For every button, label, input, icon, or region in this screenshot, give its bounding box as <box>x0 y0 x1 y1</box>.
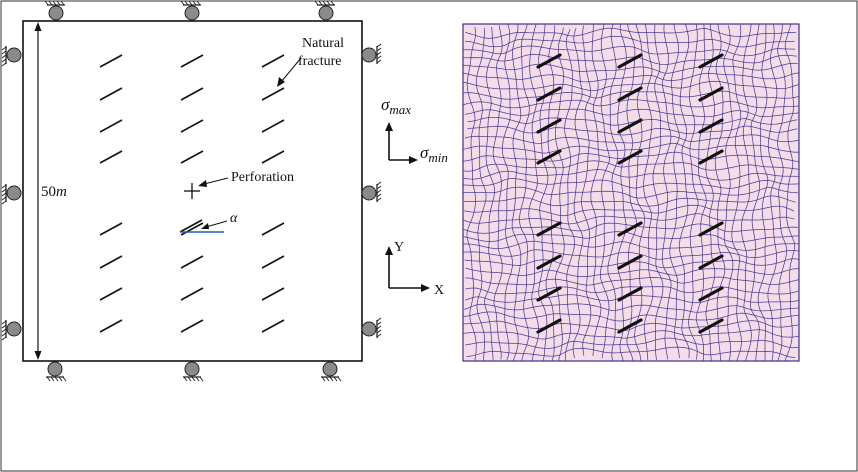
roller-support <box>1 46 22 67</box>
mesh-background <box>462 23 800 362</box>
roller-support <box>46 361 67 382</box>
sigma-min-label: σmin <box>420 143 448 165</box>
roller-support <box>44 0 65 21</box>
axis-x-label: X <box>434 283 444 298</box>
natural-fracture <box>99 150 123 164</box>
roller-supports <box>1 0 382 382</box>
model-domain: 50m Natural fracture Perforation α <box>1 0 382 382</box>
mesh-fracture <box>617 53 643 69</box>
mesh-fracture <box>698 318 724 334</box>
mesh-fracture <box>536 221 562 237</box>
natural-fracture <box>261 150 285 164</box>
mesh-fracture <box>698 221 724 237</box>
dimension-line <box>34 22 72 360</box>
mesh-fractures <box>536 53 724 334</box>
roller-support <box>314 0 335 21</box>
axis-y-label: Y <box>394 240 404 255</box>
perforation-label: Perforation <box>231 170 294 185</box>
roller-support <box>183 361 204 382</box>
mesh-fracture <box>698 118 724 134</box>
mesh-fracture <box>698 254 724 270</box>
natural-fracture <box>180 319 204 333</box>
mesh-fracture <box>536 118 562 134</box>
natural-fracture-label-line2: fracture <box>298 54 342 69</box>
natural-fracture <box>261 319 285 333</box>
mesh-panel <box>462 23 800 362</box>
roller-support <box>361 43 382 64</box>
roller-support <box>1 320 22 341</box>
natural-fracture <box>99 222 123 236</box>
perforation-arrow <box>198 177 229 187</box>
dimension-label: 50m <box>41 184 67 200</box>
natural-fractures <box>99 54 285 333</box>
natural-fracture <box>99 54 123 68</box>
mesh-fracture <box>536 53 562 69</box>
mesh-fracture <box>698 149 724 165</box>
mesh-fracture <box>536 318 562 334</box>
natural-fracture <box>99 119 123 133</box>
natural-fracture <box>99 287 123 301</box>
natural-fracture <box>180 150 204 164</box>
natural-fracture <box>180 222 204 236</box>
mesh-fracture <box>617 221 643 237</box>
mesh-fracture <box>536 254 562 270</box>
stress-axes <box>385 122 418 164</box>
mesh-fracture <box>698 86 724 102</box>
mesh-fracture <box>617 118 643 134</box>
mesh-fracture <box>617 318 643 334</box>
perforation-fracture <box>179 219 203 233</box>
roller-support <box>361 181 382 202</box>
mesh-fracture <box>617 254 643 270</box>
domain-boundary <box>22 20 363 362</box>
perforation-marker <box>184 183 200 199</box>
natural-fracture <box>180 287 204 301</box>
natural-fracture <box>261 54 285 68</box>
natural-fracture <box>99 87 123 101</box>
natural-fracture <box>180 119 204 133</box>
mesh-fracture <box>698 53 724 69</box>
angle-label: α <box>230 211 238 226</box>
natural-fracture <box>261 87 285 101</box>
mesh-fracture <box>617 286 643 302</box>
natural-fracture <box>261 119 285 133</box>
natural-fracture <box>261 222 285 236</box>
mesh-fracture <box>536 286 562 302</box>
natural-fracture <box>261 287 285 301</box>
natural-fracture <box>180 54 204 68</box>
angle-arrow <box>201 220 228 229</box>
mesh-fracture <box>698 286 724 302</box>
mesh-fracture <box>617 86 643 102</box>
roller-support <box>180 0 201 21</box>
natural-fracture-arrow <box>277 57 302 87</box>
coordinate-axes <box>385 246 430 292</box>
sigma-max-label: σmax <box>381 95 411 117</box>
mesh-fracture <box>536 149 562 165</box>
natural-fracture <box>180 255 204 269</box>
natural-fracture <box>99 319 123 333</box>
natural-fracture <box>99 255 123 269</box>
roller-support <box>361 317 382 338</box>
roller-support <box>1 184 22 205</box>
natural-fracture <box>180 87 204 101</box>
mesh-fracture <box>617 149 643 165</box>
roller-support <box>321 361 342 382</box>
natural-fracture-label-line1: Natural <box>302 36 344 51</box>
mesh-fracture <box>536 86 562 102</box>
natural-fracture <box>261 255 285 269</box>
